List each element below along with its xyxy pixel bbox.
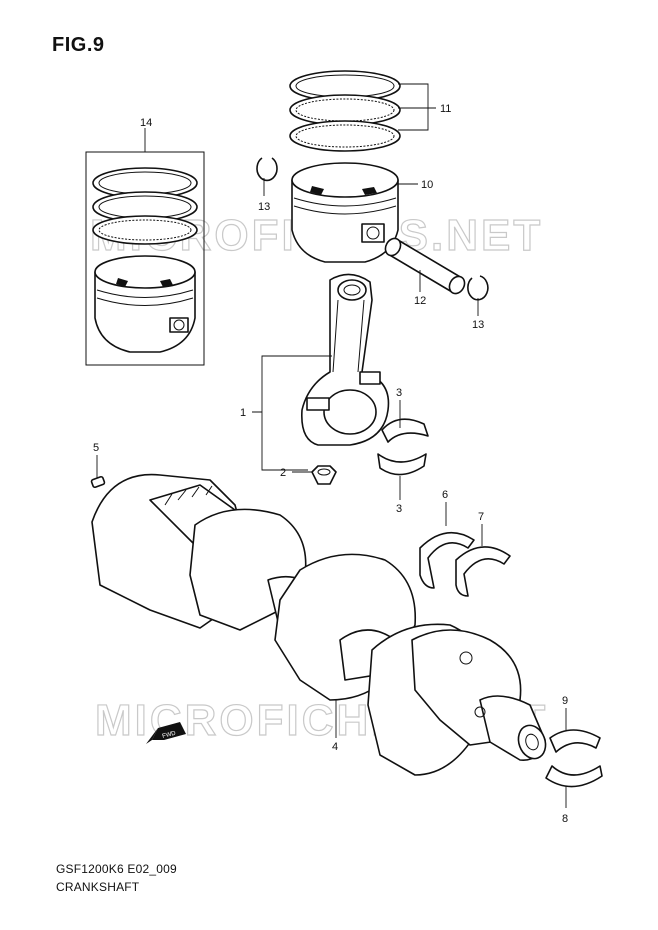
callout-4: 4	[332, 741, 338, 753]
figure-label: FIG.9	[52, 34, 105, 56]
callout-9: 9	[562, 695, 568, 707]
thrust-washer-7[interactable]	[455, 546, 511, 597]
forward-direction-arrow: FWD	[146, 722, 186, 744]
piston[interactable]	[291, 162, 399, 263]
thrust-washer-6[interactable]	[419, 531, 475, 589]
callout-6: 6	[442, 489, 448, 501]
callout-8: 8	[562, 813, 568, 825]
piston-pin[interactable]	[382, 236, 467, 297]
figure-code: GSF1200K6 E02_009	[56, 862, 177, 876]
crankshaft[interactable]	[91, 473, 550, 776]
connecting-rod-nut[interactable]	[311, 465, 337, 485]
callout-13-lower: 13	[472, 319, 484, 331]
circlip-upper[interactable]	[256, 157, 278, 182]
piston-kit-assembly[interactable]	[85, 151, 205, 366]
callout-10: 10	[421, 179, 433, 191]
callout-13-upper: 13	[258, 201, 270, 213]
connecting-rod[interactable]	[301, 273, 390, 446]
crankshaft-dowel-pin[interactable]	[90, 475, 106, 489]
circlip-lower[interactable]	[467, 275, 489, 301]
callout-11: 11	[440, 103, 451, 115]
crankshaft-bearing-upper[interactable]	[549, 729, 601, 753]
crankshaft-bearing-lower[interactable]	[545, 765, 603, 788]
conrod-bearing-upper[interactable]	[381, 418, 429, 443]
fwd-label: FWD	[162, 730, 177, 740]
piston-ring-set[interactable]	[289, 70, 401, 152]
callout-14: 14	[140, 117, 152, 129]
callout-3-upper: 3	[396, 387, 402, 399]
conrod-bearing-lower[interactable]	[377, 453, 427, 476]
figure-name: CRANKSHAFT	[56, 880, 140, 894]
callout-3-lower: 3	[396, 503, 402, 515]
callout-5: 5	[93, 442, 99, 454]
callout-7: 7	[478, 511, 484, 523]
callout-1: 1	[240, 407, 246, 419]
callout-12: 12	[414, 295, 426, 307]
callout-2: 2	[280, 467, 286, 479]
